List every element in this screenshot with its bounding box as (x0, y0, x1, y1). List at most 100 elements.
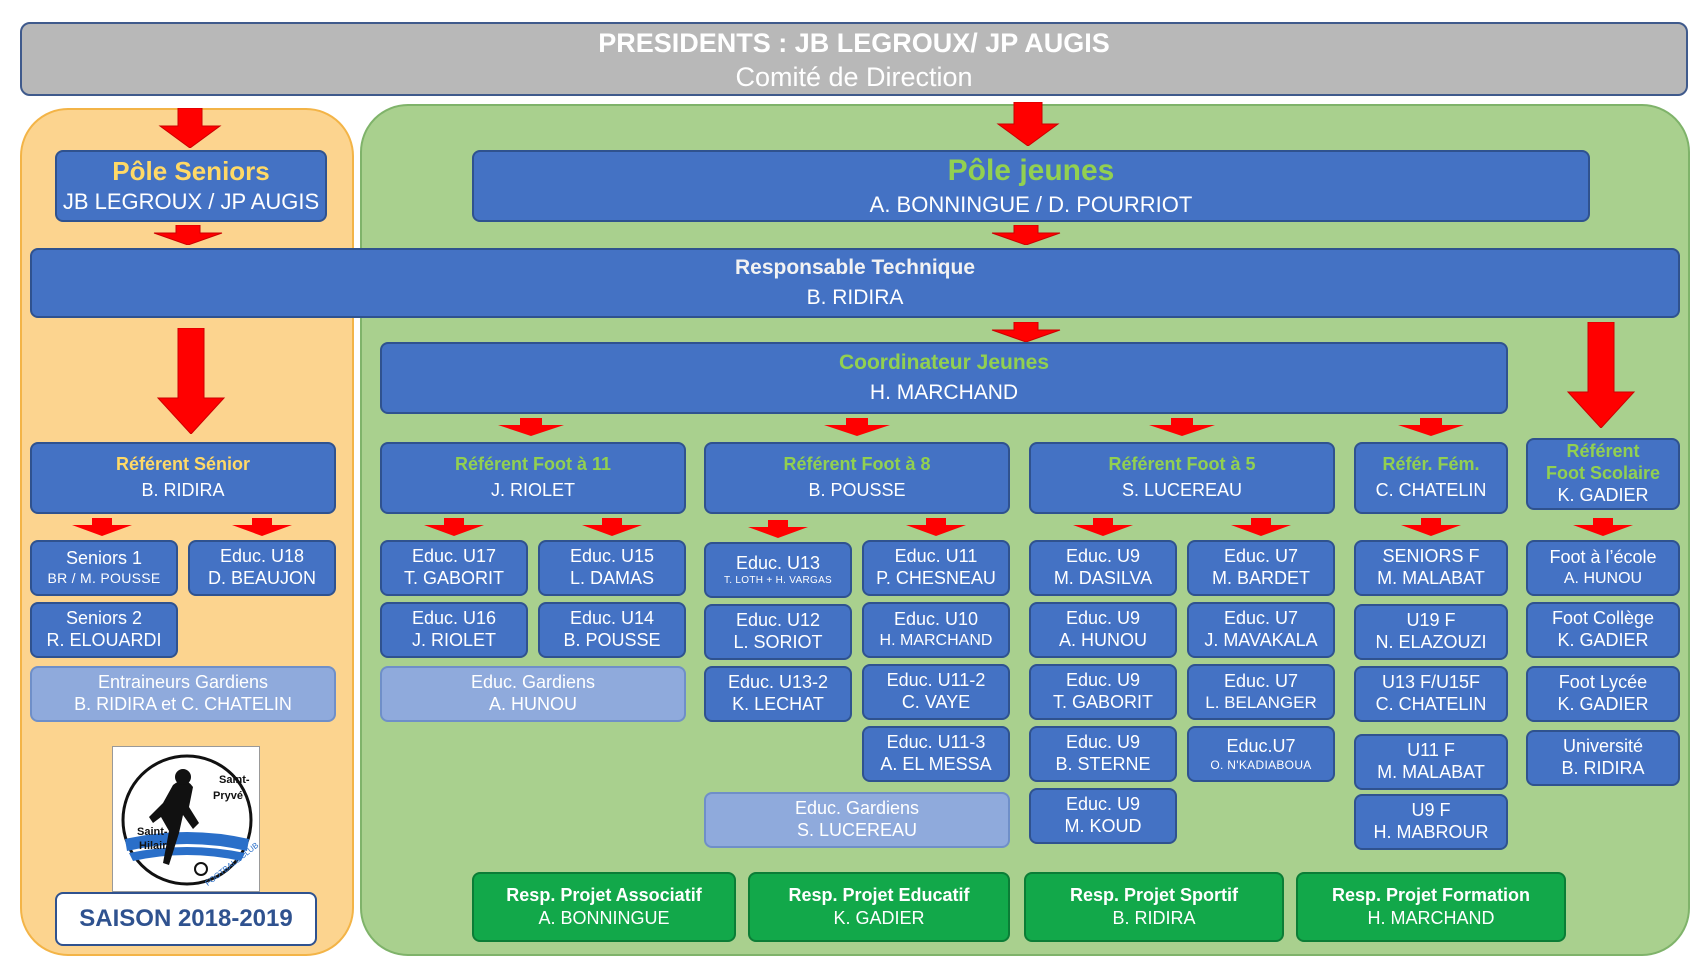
projet-sportif-name: B. RIDIRA (1112, 908, 1196, 928)
gardiens-seniors-title: Entraineurs Gardiens (97, 672, 269, 693)
educ-u16-box: Educ. U16 J. RIOLET (380, 602, 528, 658)
educ-u7-1-name: M. BARDET (1211, 568, 1310, 588)
universite-name: B. RIDIRA (1561, 758, 1645, 778)
educ-u18-name: D. BEAUJON (207, 568, 317, 588)
gardiens-seniors-name: B. RIDIRA et C. CHATELIN (74, 694, 292, 714)
pole-jeunes-title: Pôle jeunes (947, 154, 1115, 188)
educ-u11-title: Educ. U11 (894, 546, 978, 567)
fem-seniors-name: M. MALABAT (1377, 568, 1485, 588)
fem-u9-box: U9 F H. MABROUR (1354, 794, 1508, 850)
educ-u18-box: Educ. U18 D. BEAUJON (188, 540, 336, 596)
arrow-down-icon (906, 518, 966, 536)
educ-u9-3-title: Educ. U9 (1065, 670, 1141, 691)
projet-educatif-box: Resp. Projet Educatif K. GADIER (748, 872, 1010, 942)
arrow-down-icon (1573, 518, 1633, 536)
foot-college-box: Foot Collège K. GADIER (1526, 602, 1680, 658)
fem-seniors-title: SENIORS F (1382, 546, 1480, 567)
referent-foot5-title: Référent Foot à 5 (1108, 454, 1256, 475)
season-label: SAISON 2018-2019 (79, 905, 293, 932)
universite-box: Université B. RIDIRA (1526, 730, 1680, 786)
gardiens-foot8-box: Educ. Gardiens S. LUCEREAU (704, 792, 1010, 848)
fem-u11-box: U11 F M. MALABAT (1354, 734, 1508, 790)
fem-u9-title: U9 F (1411, 800, 1451, 821)
educ-u9-2-box: Educ. U9 A. HUNOU (1029, 602, 1177, 658)
gardiens-seniors-box: Entraineurs Gardiens B. RIDIRA et C. CHA… (30, 666, 336, 722)
foot-college-name: K. GADIER (1557, 630, 1649, 650)
projet-associatif-box: Resp. Projet Associatif A. BONNINGUE (472, 872, 736, 942)
educ-u13-name: T. LOTH + H. VARGAS (723, 574, 833, 586)
fem-u13-box: U13 F/U15F C. CHATELIN (1354, 666, 1508, 722)
educ-u9-5-box: Educ. U9 M. KOUD (1029, 788, 1177, 844)
arrow-down-icon (1149, 418, 1215, 436)
educ-u13-2-box: Educ. U13-2 K. LECHAT (704, 666, 852, 722)
foot-lycee-title: Foot Lycée (1558, 672, 1648, 693)
comite-subtitle: Comité de Direction (735, 62, 973, 92)
fem-u19-box: U19 F N. ELAZOUZI (1354, 604, 1508, 660)
gardiens-foot8-name: S. LUCEREAU (796, 820, 918, 840)
referent-foot8-box: Référent Foot à 8 B. POUSSE (704, 442, 1010, 514)
logo-text-2: Pryvé (213, 790, 243, 802)
educ-u9-1-name: M. DASILVA (1053, 568, 1153, 588)
arrow-down-icon (72, 518, 132, 536)
educ-u9-5-title: Educ. U9 (1065, 794, 1141, 815)
educ-u13-title: Educ. U13 (735, 552, 821, 573)
referent-fem-title: Référ. Fém. (1382, 454, 1480, 475)
referent-fem-box: Référ. Fém. C. CHATELIN (1354, 442, 1508, 514)
educ-u14-title: Educ. U14 (569, 608, 655, 629)
educ-u13-2-title: Educ. U13-2 (727, 672, 829, 693)
educ-u17-title: Educ. U17 (411, 546, 497, 567)
arrow-down-icon (156, 328, 226, 434)
educ-u10-title: Educ. U10 (893, 609, 979, 630)
projet-associatif-title: Resp. Projet Associatif (506, 884, 702, 905)
referent-scolaire-name: K. GADIER (1557, 484, 1649, 505)
arrow-down-icon (1398, 418, 1464, 436)
projet-sportif-title: Resp. Projet Sportif (1069, 884, 1239, 905)
foot-ecole-box: Foot à l’école A. HUNOU (1526, 540, 1680, 596)
universite-title: Université (1562, 736, 1644, 757)
educ-u17-box: Educ. U17 T. GABORIT (380, 540, 528, 596)
educ-u7-3-title: Educ. U7 (1223, 670, 1299, 691)
educ-u7-1-title: Educ. U7 (1223, 546, 1299, 567)
gardiens-foot11-box: Educ. Gardiens A. HUNOU (380, 666, 686, 722)
educ-u7-4-title: Educ.U7 (1226, 735, 1296, 756)
educ-u14-name: B. POUSSE (563, 630, 661, 650)
educ-u7-4-name: O. N'KADIABOUA (1210, 757, 1312, 772)
referent-senior-box: Référent Sénior B. RIDIRA (30, 442, 336, 514)
educ-u9-4-box: Educ. U9 B. STERNE (1029, 726, 1177, 782)
referent-senior-title: Référent Sénior (115, 454, 251, 475)
arrow-down-icon (498, 418, 564, 436)
educ-u11-2-title: Educ. U11-2 (886, 670, 986, 691)
arrow-down-icon (232, 518, 292, 536)
arrow-down-icon (1231, 518, 1291, 536)
gardiens-foot11-title: Educ. Gardiens (470, 672, 596, 693)
educ-u11-3-name: A. EL MESSA (880, 754, 992, 774)
arrow-down-icon (158, 108, 222, 148)
seniors1-title: Seniors 1 (65, 548, 143, 569)
educ-u10-name: H. MARCHAND (879, 632, 993, 650)
seniors2-box: Seniors 2 R. ELOUARDI (30, 602, 178, 658)
educ-u7-2-box: Educ. U7 J. MAVAKALA (1187, 602, 1335, 658)
seniors2-name: R. ELOUARDI (46, 630, 162, 650)
projet-educatif-name: K. GADIER (833, 908, 925, 928)
projet-formation-box: Resp. Projet Formation H. MARCHAND (1296, 872, 1566, 942)
educ-u11-2-box: Educ. U11-2 C. VAYE (862, 664, 1010, 720)
referent-foot11-name: J. RIOLET (490, 480, 575, 500)
coordinateur-title: Coordinateur Jeunes (838, 351, 1050, 375)
educ-u16-title: Educ. U16 (411, 608, 497, 629)
pole-seniors-names: JB LEGROUX / JP AUGIS (62, 189, 320, 215)
pole-jeunes-names: A. BONNINGUE / D. POURRIOT (869, 191, 1193, 217)
educ-u9-2-title: Educ. U9 (1065, 608, 1141, 629)
fem-u13-name: C. CHATELIN (1375, 694, 1487, 714)
foot-ecole-title: Foot à l’école (1549, 547, 1657, 568)
presidents-title: PRESIDENTS : JB LEGROUX/ JP AUGIS (598, 28, 1110, 58)
educ-u13-box: Educ. U13 T. LOTH + H. VARGAS (704, 542, 852, 598)
arrow-down-icon (1566, 322, 1636, 428)
logo-text-3: Saint- (137, 826, 168, 838)
arrow-down-icon (582, 518, 642, 536)
arrow-down-icon (748, 520, 808, 538)
referent-foot11-box: Référent Foot à 11 J. RIOLET (380, 442, 686, 514)
presidents-header: PRESIDENTS : JB LEGROUX/ JP AUGIS Comité… (20, 22, 1688, 96)
educ-u9-3-name: T. GABORIT (1052, 692, 1153, 712)
educ-u7-4-box: Educ.U7 O. N'KADIABOUA (1187, 726, 1335, 782)
arrow-down-icon (1401, 518, 1461, 536)
